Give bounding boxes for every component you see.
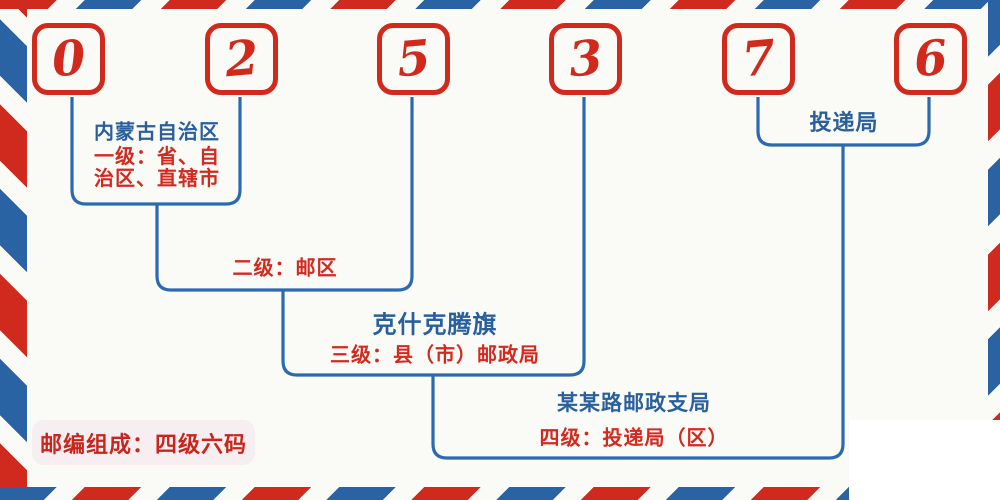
digit-box-4: 3 bbox=[549, 23, 622, 95]
bottom-right-white-patch bbox=[849, 420, 1000, 500]
airmail-border-top bbox=[0, 0, 1000, 9]
level2-label: 二级：邮区 bbox=[232, 257, 338, 280]
composition-badge-text: 邮编组成：四级六码 bbox=[39, 431, 247, 457]
digit-3: 5 bbox=[394, 29, 433, 89]
level1-label: 一级：省、自治区、直辖市 bbox=[94, 146, 220, 190]
digit-1: 0 bbox=[49, 29, 88, 89]
digit-box-1: 0 bbox=[32, 23, 105, 95]
digit-box-5: 7 bbox=[722, 23, 795, 95]
composition-badge: 邮编组成：四级六码 bbox=[32, 420, 255, 465]
airmail-border-left bbox=[0, 0, 27, 500]
digit-6: 6 bbox=[911, 29, 950, 89]
digit-5: 7 bbox=[739, 29, 778, 89]
digit-box-3: 5 bbox=[377, 23, 450, 95]
digit-4: 3 bbox=[566, 29, 605, 89]
delivery-office-label: 投递局 bbox=[809, 110, 879, 135]
digit-2: 2 bbox=[222, 29, 261, 89]
level3-region-name: 克什克腾旗 bbox=[372, 311, 498, 339]
level1-region-name: 内蒙古自治区 bbox=[94, 121, 220, 144]
level4-label: 四级：投递局（区） bbox=[539, 427, 729, 450]
digit-box-6: 6 bbox=[894, 23, 967, 95]
level3-label: 三级：县（市）邮政局 bbox=[330, 344, 540, 367]
digit-box-2: 2 bbox=[205, 23, 278, 95]
level4-region-name: 某某路邮政支局 bbox=[557, 392, 711, 415]
